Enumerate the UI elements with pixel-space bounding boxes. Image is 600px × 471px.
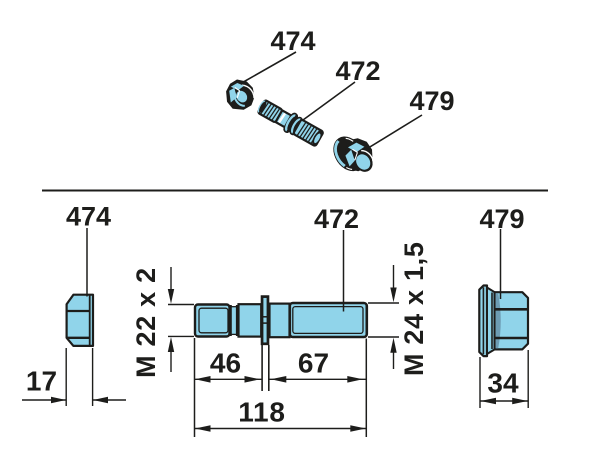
- svg-text:474: 474: [270, 26, 315, 56]
- svg-text:67: 67: [298, 347, 329, 378]
- svg-text:17: 17: [26, 366, 57, 397]
- svg-text:472: 472: [335, 56, 380, 86]
- svg-text:118: 118: [238, 396, 286, 427]
- svg-text:479: 479: [479, 204, 524, 234]
- svg-text:479: 479: [409, 86, 454, 116]
- svg-text:46: 46: [210, 347, 241, 378]
- svg-text:472: 472: [314, 204, 359, 234]
- svg-text:M 22 x 2: M 22 x 2: [131, 267, 161, 378]
- svg-text:M 24 x 1,5: M 24 x 1,5: [399, 241, 429, 376]
- svg-text:34: 34: [487, 368, 519, 399]
- svg-text:474: 474: [66, 202, 111, 232]
